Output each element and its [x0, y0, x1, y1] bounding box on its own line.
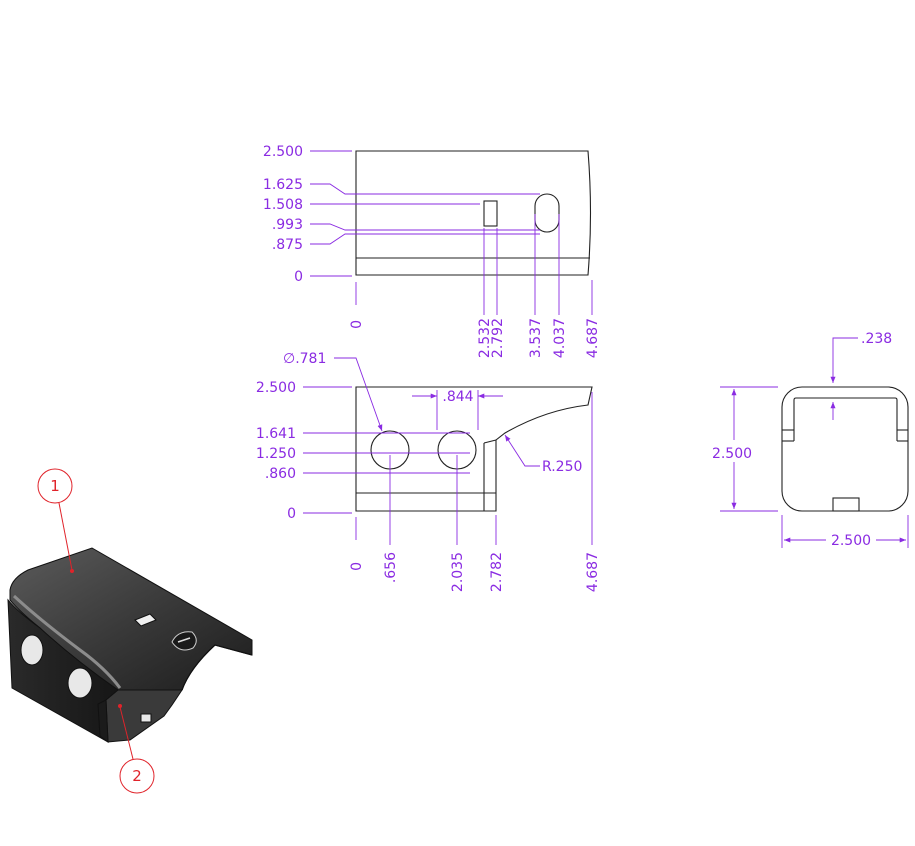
top-ord-993: .993 [272, 217, 303, 233]
front-x-2035: 2.035 [450, 552, 466, 592]
callout-2: 2 [118, 704, 155, 794]
front-ord-1250: 1.250 [256, 446, 296, 462]
top-ord-875: .875 [272, 237, 303, 253]
hole-spacing-label: .844 [442, 389, 473, 405]
top-ord-0: 0 [294, 269, 303, 285]
top-view: 2.500 1.625 1.508 .993 .875 0 0 2.532 2.… [263, 144, 601, 358]
front-ord-1641: 1.641 [256, 426, 296, 442]
isometric-view [7, 547, 253, 744]
front-ord-860: .860 [265, 466, 296, 482]
top-x-2532: 2.532 [477, 318, 493, 358]
top-x-4037: 4.037 [552, 318, 568, 358]
front-x-4687: 4.687 [585, 552, 601, 592]
top-x-4687: 4.687 [585, 318, 601, 358]
front-x-2782: 2.782 [489, 552, 505, 592]
top-ord-1508: 1.508 [263, 197, 303, 213]
front-ord-2500: 2.500 [256, 380, 296, 396]
side-view: .238 2.500 2.500 [712, 331, 909, 549]
front-x-0: 0 [349, 562, 365, 571]
top-ord-1625: 1.625 [263, 177, 303, 193]
side-height-label: 2.500 [712, 446, 752, 462]
side-width-label: 2.500 [831, 533, 871, 549]
top-ord-2500: 2.500 [263, 144, 303, 160]
top-x-2792: 2.792 [490, 318, 506, 358]
front-view: 2.500 1.641 1.250 .860 0 ∅.781 .844 R.25… [256, 351, 601, 592]
callout-1: 1 [37, 468, 74, 573]
top-x-3537: 3.537 [528, 318, 544, 358]
callout-2-label: 2 [132, 767, 142, 785]
front-x-656: .656 [383, 552, 399, 583]
front-ord-0: 0 [287, 506, 296, 522]
wall-thickness-label: .238 [861, 331, 892, 347]
callout-1-label: 1 [50, 477, 60, 495]
top-x-0: 0 [349, 320, 365, 329]
hole-diameter-label: ∅.781 [283, 351, 326, 367]
radius-label: R.250 [542, 459, 582, 475]
